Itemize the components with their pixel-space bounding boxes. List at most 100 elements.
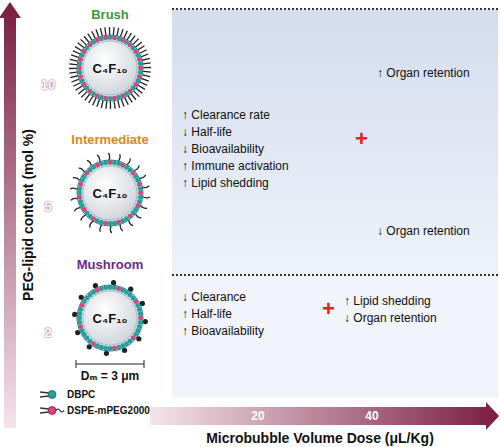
lipid-head <box>77 316 82 321</box>
effect-item: ↑ Bioavailability <box>182 324 264 338</box>
lipid-head <box>103 346 108 351</box>
lipid-head <box>135 303 140 308</box>
effect-band: ↑ Organ retention↑ Clearance rate↓ Half-… <box>172 8 498 274</box>
lipid-head <box>116 95 121 100</box>
peg-coil <box>72 312 77 317</box>
lipid-head <box>138 61 143 66</box>
lipid-head <box>78 307 83 312</box>
bubble-art <box>60 8 160 112</box>
effect-item: ↑ Clearance rate <box>182 108 270 122</box>
lipid-head <box>116 220 121 225</box>
horizontal-axis-arrow <box>150 402 499 430</box>
lipid-head <box>95 288 100 293</box>
morphology-heading: Intermediate <box>71 132 148 147</box>
lipid-head <box>120 218 125 223</box>
lipid-head <box>108 35 113 40</box>
effect-item: ↑ Lipid shedding <box>344 294 431 308</box>
lipid-head <box>77 66 82 71</box>
lipid-head <box>137 324 142 329</box>
effect-item: ↓ Bioavailability <box>182 142 264 156</box>
bubble-art <box>60 133 160 237</box>
lipid-head <box>77 70 82 75</box>
lipid-head <box>78 199 83 204</box>
plus-sign: + <box>322 296 335 322</box>
lipid-head <box>120 93 125 98</box>
lipid-head <box>116 286 121 291</box>
lipid-head <box>80 78 85 83</box>
lipid-head <box>137 182 142 187</box>
diameter-bracket <box>76 360 144 368</box>
plus-sign: + <box>355 126 368 152</box>
axis-tick: 2 <box>44 325 51 340</box>
lipid-head <box>78 57 83 62</box>
lipid-head <box>108 96 113 101</box>
lipid-head <box>99 345 104 350</box>
lipid-head <box>138 66 143 71</box>
axis-tick: 20 <box>251 409 264 423</box>
peg-coil <box>111 280 116 285</box>
lipid-head <box>77 320 82 325</box>
lipid-head <box>116 36 121 41</box>
lipid-head <box>138 316 143 321</box>
legend-icons <box>40 391 64 415</box>
microbubble: IntermediateC₄F₁₀ <box>60 133 160 237</box>
peg-coil <box>143 319 148 324</box>
lipid-head <box>99 161 104 166</box>
microbubble: BrushC₄F₁₀ <box>60 8 160 112</box>
gas-core <box>83 41 137 95</box>
gas-core <box>83 291 137 345</box>
lipid-head <box>108 285 113 290</box>
lipid-shell <box>77 35 143 101</box>
lipid-head <box>135 178 140 183</box>
morphology-heading: Brush <box>91 7 129 22</box>
lipid-head <box>95 163 100 168</box>
vertical-axis-arrow <box>0 2 21 428</box>
lipid-head <box>138 311 143 316</box>
lipid-head <box>78 74 83 79</box>
lipid-head <box>77 186 82 191</box>
lipid-head <box>77 191 82 196</box>
lipid-head <box>116 161 121 166</box>
lipid-head <box>99 286 104 291</box>
gas-core-label: C₄F₁₀ <box>93 186 128 201</box>
lipid-shell <box>77 160 143 226</box>
lipid-head <box>112 221 117 226</box>
lipid-head <box>99 36 104 41</box>
morphology-heading: Mushroom <box>77 257 143 272</box>
lipid-head <box>103 221 108 226</box>
peg-coil <box>104 351 109 356</box>
gas-core <box>83 166 137 220</box>
effect-item: ↑ Immune activation <box>182 159 289 173</box>
legend-text: DBPC <box>67 389 95 400</box>
lipid-head <box>112 160 117 165</box>
lipid-shell <box>77 285 143 351</box>
effect-item: ↓ Organ retention <box>377 224 470 238</box>
effect-item: ↑ Half-life <box>182 307 232 321</box>
axis-label: Microbubble Volume Dose (μL/Kg) <box>206 430 434 446</box>
lipid-head <box>78 324 83 329</box>
lipid-head <box>99 95 104 100</box>
diameter-label: Dₘ = 3 μm <box>81 369 139 383</box>
lipid-head <box>135 53 140 58</box>
lipid-head <box>99 220 104 225</box>
lipid-head <box>112 346 117 351</box>
lipid-head <box>80 203 85 208</box>
lipid-head <box>138 191 143 196</box>
effect-item: ↓ Clearance <box>182 290 246 304</box>
lipid-head <box>112 35 117 40</box>
gas-core-label: C₄F₁₀ <box>93 311 128 326</box>
lipid-head <box>120 343 125 348</box>
gas-core-label: C₄F₁₀ <box>93 61 128 76</box>
lipid-head <box>112 285 117 290</box>
lipid-head <box>137 57 142 62</box>
lipid-head <box>78 182 83 187</box>
lipid-head <box>108 346 113 351</box>
effect-item: ↑ Organ retention <box>377 66 470 80</box>
lipid-head <box>116 345 121 350</box>
lipid-head <box>138 70 143 75</box>
effect-band: ↓ Clearance ↑ Half-life ↑ Bioavailability +… <box>172 274 498 398</box>
lipid-head <box>95 38 100 43</box>
lipid-head <box>138 186 143 191</box>
lipid-head <box>138 195 143 200</box>
microbubble: MushroomC₄F₁₀ <box>60 258 160 362</box>
